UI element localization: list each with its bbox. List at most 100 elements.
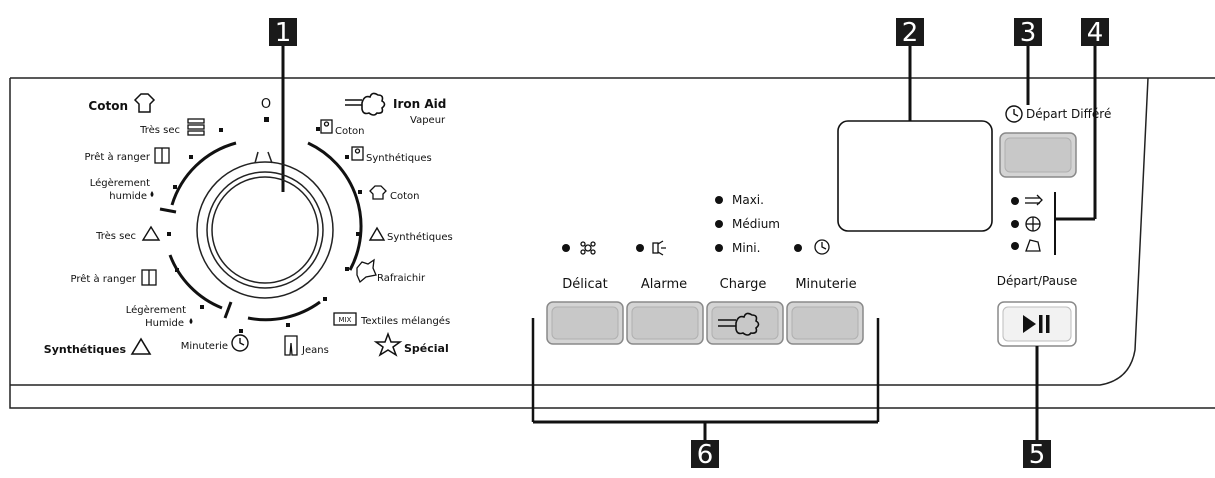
indicator-led-drum: [1011, 220, 1019, 228]
indicator-led-maxi: [715, 196, 723, 204]
phase-indicators: [1011, 194, 1043, 252]
depart-differe-button[interactable]: [999, 132, 1077, 178]
label-vapeur: Vapeur: [410, 115, 446, 126]
alarm-speaker-icon: [652, 240, 666, 256]
cotton-shirt-icon: [133, 93, 156, 113]
droplet-icon: [150, 191, 154, 197]
indicator-led-minuterie: [794, 244, 802, 252]
label-iron-aid: Iron Aid: [393, 97, 446, 111]
label-coton-steam: Coton: [335, 126, 364, 137]
jeans-icon: [284, 335, 298, 356]
delay-clock-icon: [1005, 105, 1023, 123]
label-tres-sec-2: Très sec: [95, 230, 136, 242]
label-jeans: Jeans: [301, 345, 329, 356]
label-delicat: Délicat: [562, 277, 607, 292]
label-charge: Charge: [720, 277, 767, 292]
mix-tag-icon: MIX: [333, 312, 357, 326]
callout-6-number: 6: [697, 440, 714, 470]
charge-steam-icon: [718, 312, 760, 336]
label-depart-pause: Départ/Pause: [997, 274, 1078, 288]
depart-pause-button[interactable]: [997, 301, 1077, 347]
callout-5-number: 5: [1029, 440, 1046, 470]
label-textiles-melanges: Textiles mélangés: [360, 315, 450, 327]
indicator-led-mini: [715, 244, 723, 252]
synthetic-triangle-icon: [141, 225, 161, 241]
droplet-icon: [189, 318, 193, 324]
callout-2: 2: [896, 18, 924, 130]
dial-left-labels: Coton Très sec Prêt à ranger Légèrement …: [44, 93, 249, 356]
indicator-led-alarme: [636, 244, 644, 252]
dial-position-dots: [167, 117, 362, 333]
dial-right-labels: Iron Aid Vapeur Coton Synthétiques Coton…: [284, 92, 453, 357]
label-synthetiques-right: Synthétiques: [387, 231, 453, 243]
callout-3-number: 3: [1020, 18, 1037, 48]
label-coton-right: Coton: [390, 191, 419, 202]
label-rafraichir: Rafraichir: [377, 273, 426, 284]
label-legerement-2a: Légèrement: [126, 304, 186, 316]
dial-off-label: O: [261, 97, 271, 112]
play-pause-icon: [1023, 315, 1050, 333]
callout-5: 5: [1023, 346, 1051, 470]
label-tres-sec-1: Très sec: [139, 124, 180, 136]
dial-arc-bottom: [247, 300, 321, 322]
label-legerement-1b: humide: [109, 191, 147, 202]
dial-arc-right: [307, 141, 363, 271]
display-screen: [837, 120, 993, 232]
dial-arcs: [159, 141, 363, 322]
drum-phase-icon: [1025, 216, 1041, 232]
dial-arc-synthetiques: [168, 254, 223, 310]
refresh-star-icon: [356, 258, 377, 284]
callout-3: 3: [1014, 18, 1042, 105]
delicat-button[interactable]: [546, 301, 624, 345]
label-legerement-1a: Légèrement: [90, 177, 150, 189]
steam-tag-icon: [320, 119, 333, 134]
label-pret-a-ranger-1: Prêt à ranger: [85, 151, 151, 163]
label-coton-group: Coton: [88, 99, 128, 113]
label-synthetiques-group: Synthétiques: [44, 343, 127, 356]
label-synthetiques-steam: Synthétiques: [366, 152, 432, 164]
label-depart-differe: Départ Différé: [1026, 107, 1111, 121]
option-indicators: Maxi. Médium Mini.: [562, 193, 830, 256]
delicate-flower-icon: [580, 241, 596, 255]
label-legerement-2b: Humide: [145, 318, 184, 329]
cupboard-stack-icon: [187, 118, 205, 136]
program-dial[interactable]: [196, 151, 334, 299]
mix-tag-text: MIX: [339, 316, 352, 324]
iron-aid-steam-icon: [345, 92, 386, 116]
special-star-icon: [373, 331, 403, 357]
synthetic-triangle-icon: [130, 337, 152, 355]
indicator-led-end: [1011, 242, 1019, 250]
callout-1-number: 1: [275, 18, 292, 48]
steam-tag-icon: [351, 146, 364, 161]
indicator-led-medium: [715, 220, 723, 228]
dial-arc-coton: [170, 141, 237, 206]
charge-button[interactable]: [706, 301, 784, 345]
callout-6: 6: [531, 318, 880, 470]
callout-4-number: 4: [1087, 18, 1104, 48]
charge-level-maxi: Maxi.: [732, 193, 764, 207]
label-minuterie-dial: Minuterie: [181, 341, 228, 352]
callout-4: 4: [1054, 18, 1109, 255]
label-alarme: Alarme: [641, 277, 687, 292]
wash-phase-icon: [1025, 194, 1043, 206]
synthetic-triangle-icon: [368, 226, 386, 241]
callout-1: 1: [269, 18, 297, 192]
clock-icon: [231, 334, 249, 352]
charge-level-mini: Mini.: [732, 241, 760, 255]
end-phase-icon: [1025, 239, 1041, 252]
charge-level-medium: Médium: [732, 217, 780, 231]
callout-2-number: 2: [902, 18, 919, 48]
panel-outline: [9, 77, 1215, 409]
minuterie-button[interactable]: [786, 301, 864, 345]
wardrobe-icon: [141, 269, 157, 286]
timer-clock-icon: [814, 239, 830, 255]
alarme-button[interactable]: [626, 301, 704, 345]
indicator-led-delicat: [562, 244, 570, 252]
wardrobe-icon: [154, 147, 170, 164]
label-pret-a-ranger-2: Prêt à ranger: [71, 273, 137, 285]
label-minuterie-button: Minuterie: [795, 277, 856, 292]
cotton-shirt-icon: [369, 185, 387, 200]
label-special: Spécial: [404, 342, 449, 355]
indicator-led-wash: [1011, 197, 1019, 205]
